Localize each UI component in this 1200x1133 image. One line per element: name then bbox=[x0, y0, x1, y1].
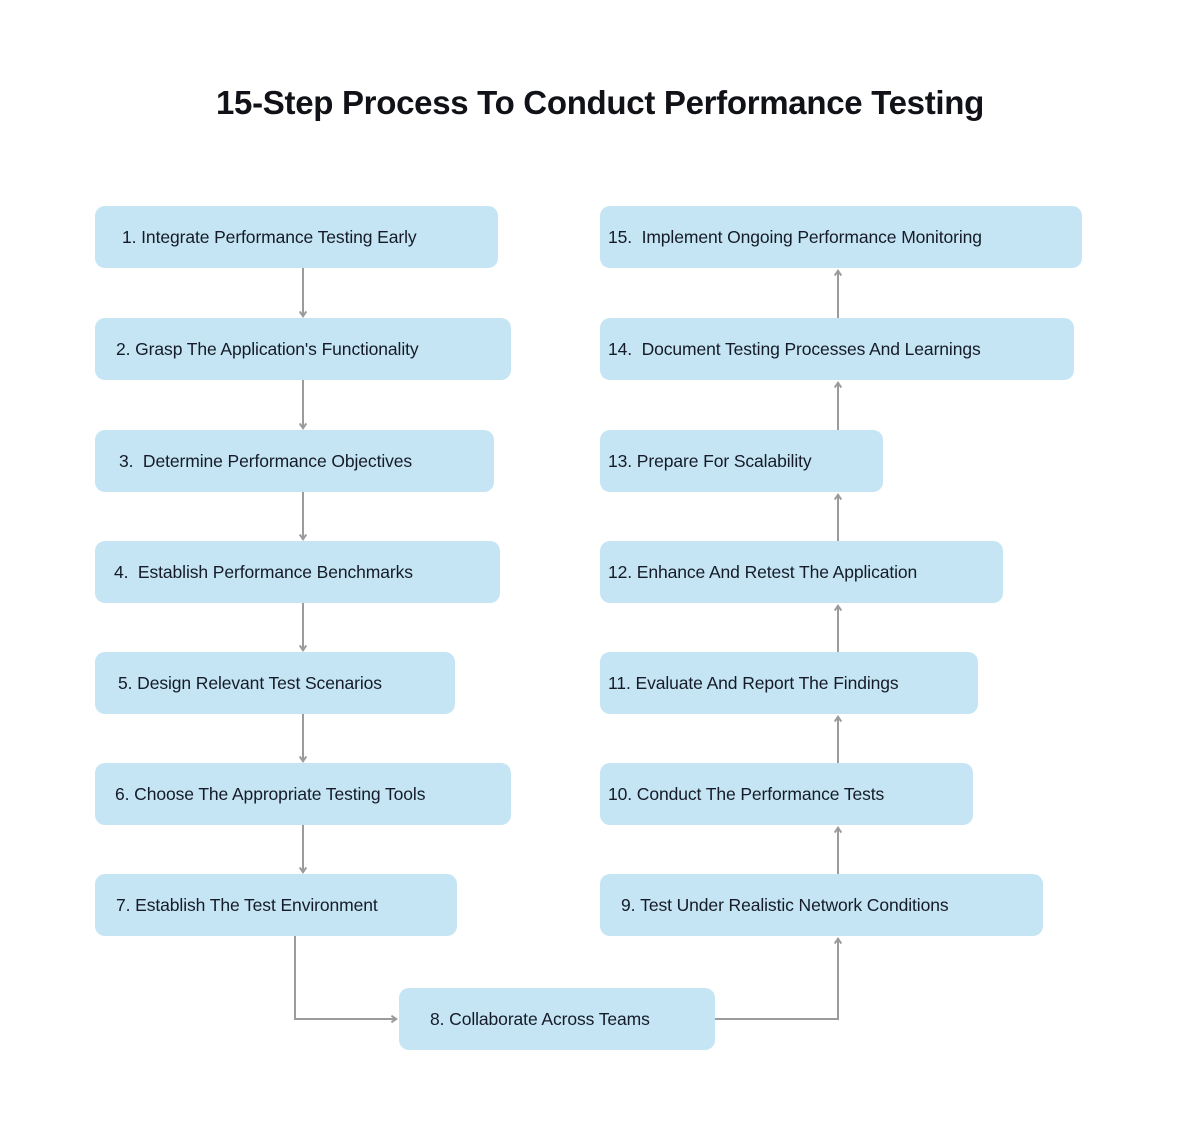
flow-node-label: Establish The Test Environment bbox=[135, 894, 378, 915]
flow-node-number: 5. bbox=[118, 672, 138, 693]
flow-node-11[interactable]: 11. Evaluate And Report The Findings bbox=[600, 652, 978, 714]
flow-node-12[interactable]: 12. Enhance And Retest The Application bbox=[600, 541, 1003, 603]
flow-node-13[interactable]: 13. Prepare For Scalability bbox=[600, 430, 883, 492]
flow-node-14[interactable]: 14. Document Testing Processes And Learn… bbox=[600, 318, 1074, 380]
flow-node-label: Choose The Appropriate Testing Tools bbox=[134, 783, 426, 804]
flow-node-label: Design Relevant Test Scenarios bbox=[137, 672, 382, 693]
flow-node-label: Determine Performance Objectives bbox=[142, 450, 413, 471]
flow-node-label: Collaborate Across Teams bbox=[449, 1008, 650, 1029]
flow-node-label: Evaluate And Report The Findings bbox=[635, 672, 899, 693]
page-title: 15-Step Process To Conduct Performance T… bbox=[216, 84, 984, 121]
flow-node-6[interactable]: 6. Choose The Appropriate Testing Tools bbox=[95, 763, 511, 825]
flow-node-number: 3. bbox=[119, 450, 143, 471]
flow-node-label: Grasp The Application's Functionality bbox=[135, 338, 419, 359]
flow-node-2[interactable]: 2. Grasp The Application's Functionality bbox=[95, 318, 511, 380]
flow-node-number: 9. bbox=[621, 894, 641, 915]
flow-node-number: 4. bbox=[114, 561, 138, 582]
flow-node-number: 15. bbox=[608, 226, 642, 247]
flow-node-7[interactable]: 7. Establish The Test Environment bbox=[95, 874, 457, 936]
flow-node-1[interactable]: 1. Integrate Performance Testing Early bbox=[95, 206, 498, 268]
flow-node-number: 6. bbox=[115, 783, 135, 804]
flow-node-label: Establish Performance Benchmarks bbox=[137, 561, 413, 582]
flow-node-3[interactable]: 3. Determine Performance Objectives bbox=[95, 430, 494, 492]
flow-node-number: 8. bbox=[430, 1008, 450, 1029]
flow-node-number: 1. bbox=[122, 226, 142, 247]
flow-node-9[interactable]: 9. Test Under Realistic Network Conditio… bbox=[600, 874, 1043, 936]
flow-node-number: 14. bbox=[608, 338, 642, 359]
flow-node-number: 7. bbox=[116, 894, 136, 915]
flow-node-label: Prepare For Scalability bbox=[636, 450, 812, 471]
flow-node-label: Integrate Performance Testing Early bbox=[141, 226, 417, 247]
edge-8-9 bbox=[715, 939, 838, 1020]
flow-node-15[interactable]: 15. Implement Ongoing Performance Monito… bbox=[600, 206, 1082, 268]
flow-node-number: 2. bbox=[116, 338, 136, 359]
flow-node-label: Enhance And Retest The Application bbox=[636, 561, 918, 582]
flow-node-label: Conduct The Performance Tests bbox=[636, 783, 885, 804]
flow-node-number: 11. bbox=[608, 672, 636, 693]
flow-node-label: Test Under Realistic Network Conditions bbox=[640, 894, 949, 915]
flow-node-number: 10. bbox=[608, 783, 637, 804]
flow-node-number: 13. bbox=[608, 450, 637, 471]
flow-node-8[interactable]: 8. Collaborate Across Teams bbox=[399, 988, 715, 1050]
flow-node-label: Document Testing Processes And Learnings bbox=[641, 338, 981, 359]
flow-node-number: 12. bbox=[608, 561, 637, 582]
flow-node-5[interactable]: 5. Design Relevant Test Scenarios bbox=[95, 652, 455, 714]
flow-node-10[interactable]: 10. Conduct The Performance Tests bbox=[600, 763, 973, 825]
edge-7-8 bbox=[294, 936, 396, 1019]
flow-node-label: Implement Ongoing Performance Monitoring bbox=[641, 226, 982, 247]
flow-node-4[interactable]: 4. Establish Performance Benchmarks bbox=[95, 541, 500, 603]
